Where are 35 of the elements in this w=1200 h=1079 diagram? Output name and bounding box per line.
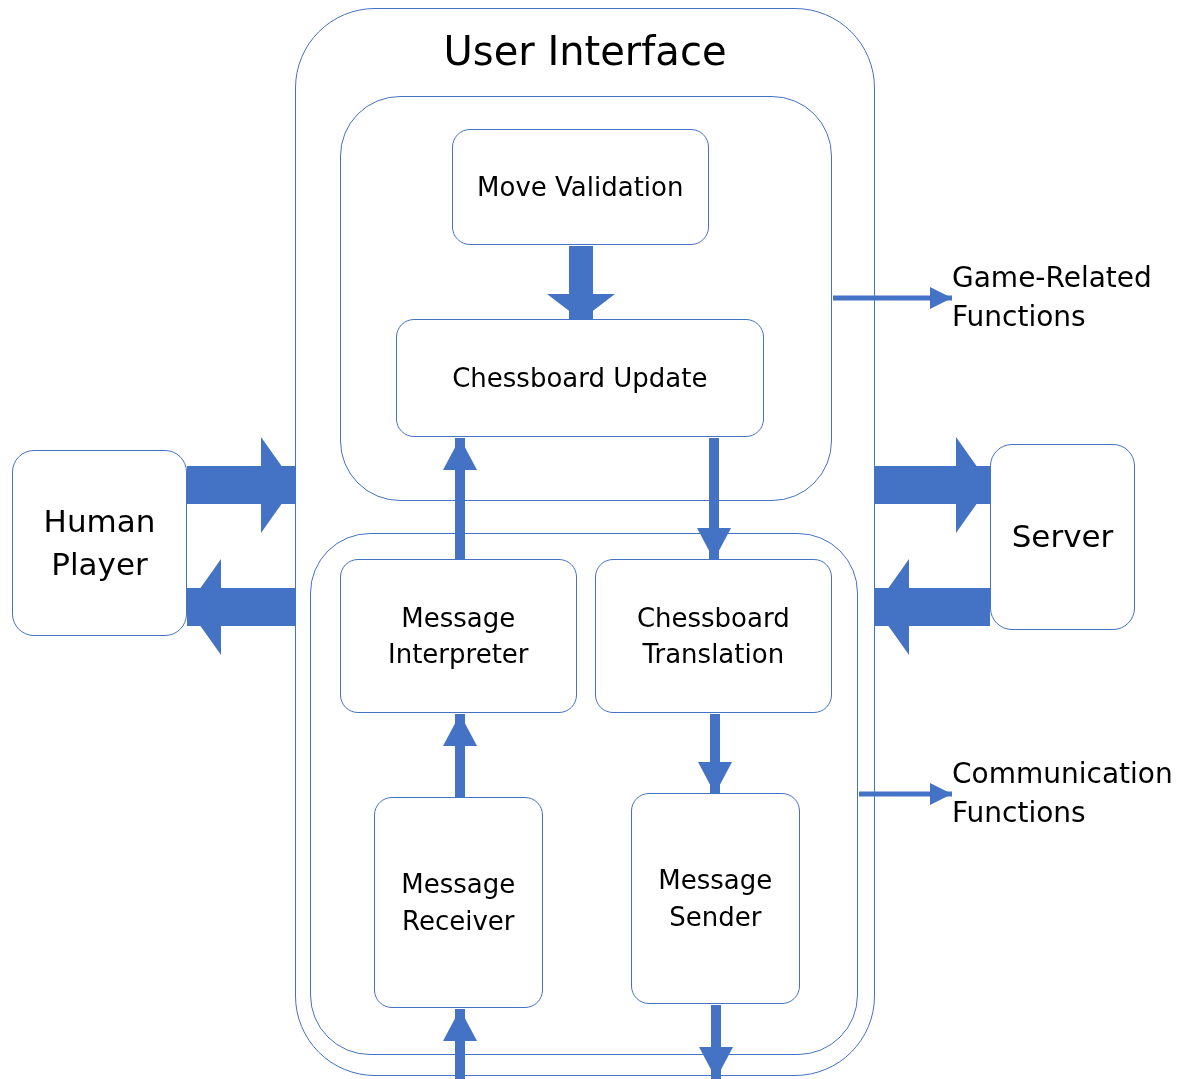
arrow xyxy=(697,438,731,560)
box-label: Move Validation xyxy=(476,170,685,204)
block-arrow xyxy=(187,437,295,533)
block-arrow xyxy=(547,246,615,320)
box-label: Chessboard Update xyxy=(451,361,709,395)
block-arrow xyxy=(875,559,990,655)
arrow xyxy=(443,438,477,560)
box-label: Message Sender xyxy=(657,863,774,934)
process-box xyxy=(630,792,800,1004)
group-box xyxy=(340,96,833,502)
block-arrow xyxy=(187,559,295,655)
process-box xyxy=(451,128,709,245)
block-arrow xyxy=(875,437,990,533)
process-box xyxy=(12,450,187,636)
box-label: Message Interpreter xyxy=(387,601,530,671)
arrow xyxy=(698,714,732,794)
container-title: User Interface xyxy=(442,27,728,75)
container-box xyxy=(295,8,875,1076)
process-box xyxy=(990,444,1135,630)
process-box xyxy=(373,796,543,1008)
note-text: Game-Related Functions xyxy=(952,260,1153,336)
arrow xyxy=(859,783,952,805)
box-label: Chessboard Translation xyxy=(635,601,791,671)
process-box xyxy=(339,558,577,713)
box-label: Server xyxy=(1010,517,1115,557)
note-text: Communication Functions xyxy=(952,756,1174,832)
process-box xyxy=(395,318,764,437)
process-box xyxy=(594,558,832,713)
arrow xyxy=(443,1009,477,1079)
box-label: Human Player xyxy=(42,501,157,584)
arrow xyxy=(699,1005,733,1079)
arrow xyxy=(443,714,477,798)
arrow xyxy=(833,287,952,309)
group-box xyxy=(310,533,859,1056)
box-label: Message Receiver xyxy=(400,867,517,938)
